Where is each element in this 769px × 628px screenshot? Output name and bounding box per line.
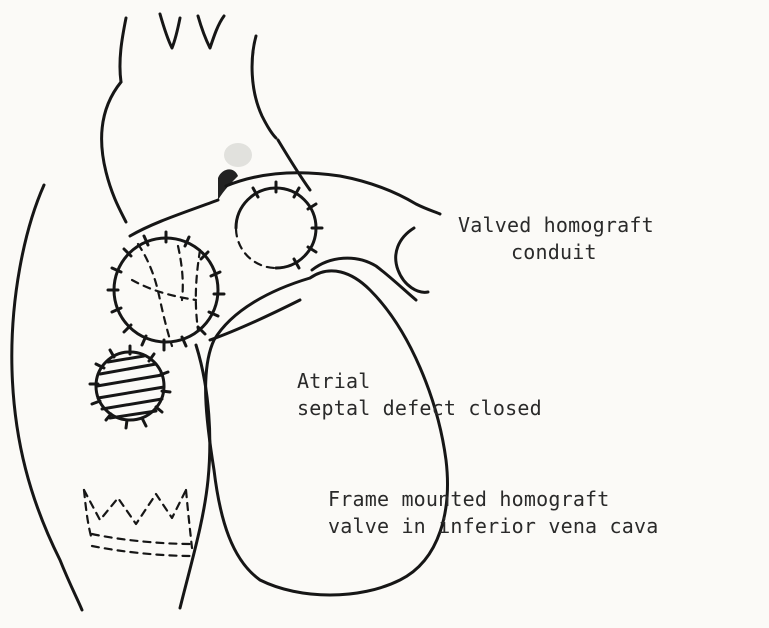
conduit-proximal-bottom xyxy=(210,300,300,340)
valve-dash-4 xyxy=(196,250,200,330)
valve-frame-crown xyxy=(84,490,186,524)
conduit-proximal-top xyxy=(130,200,218,236)
suture-ticks-distal xyxy=(253,182,322,268)
valve-dash-3 xyxy=(132,280,196,300)
vessel-v-2 xyxy=(198,16,224,48)
valve-frame-band-1 xyxy=(92,534,192,544)
label-valved-homograft-conduit: Valved homograft conduit xyxy=(458,212,654,266)
valve-dash-1 xyxy=(138,244,172,346)
label-frame-mounted-homograft-valve: Frame mounted homograft valve in inferio… xyxy=(328,486,659,540)
valve-frame-left-post xyxy=(84,490,92,540)
conduit-tube xyxy=(130,169,440,340)
proximal-anastomosis xyxy=(108,232,224,350)
vessel-v-1 xyxy=(160,14,180,48)
label-ivc-line-1: Frame mounted homograft xyxy=(328,486,659,513)
suture-ticks-proximal xyxy=(108,232,224,350)
valve-dash-2 xyxy=(178,246,183,300)
label-asd-line-2: septal defect closed xyxy=(297,395,542,422)
right-atrium-outer-wall xyxy=(12,185,82,610)
upper-connector xyxy=(278,140,310,190)
conduit-lower-edge xyxy=(312,258,416,300)
label-atrial-septal-defect-closed: Atrial septal defect closed xyxy=(297,368,542,422)
label-conduit-line-1: Valved homograft xyxy=(458,212,654,239)
ventricle-outline xyxy=(206,271,448,595)
vessel-line-left xyxy=(120,18,126,82)
valve-frame-band-2 xyxy=(92,546,194,556)
paper-smudge xyxy=(224,143,252,167)
great-vessels xyxy=(120,14,276,138)
label-asd-line-1: Atrial xyxy=(297,368,542,395)
asd-patch xyxy=(90,346,170,428)
distal-anastomosis xyxy=(236,182,322,268)
ivc-valve-frame xyxy=(84,490,194,556)
svc-left-wall xyxy=(102,82,126,222)
pulmonary-artery-curve xyxy=(396,228,428,292)
valve-frame-right-post xyxy=(186,490,192,548)
label-conduit-line-2: conduit xyxy=(458,239,654,266)
vessel-line-right xyxy=(252,36,276,138)
label-ivc-line-2: valve in inferior vena cava xyxy=(328,513,659,540)
